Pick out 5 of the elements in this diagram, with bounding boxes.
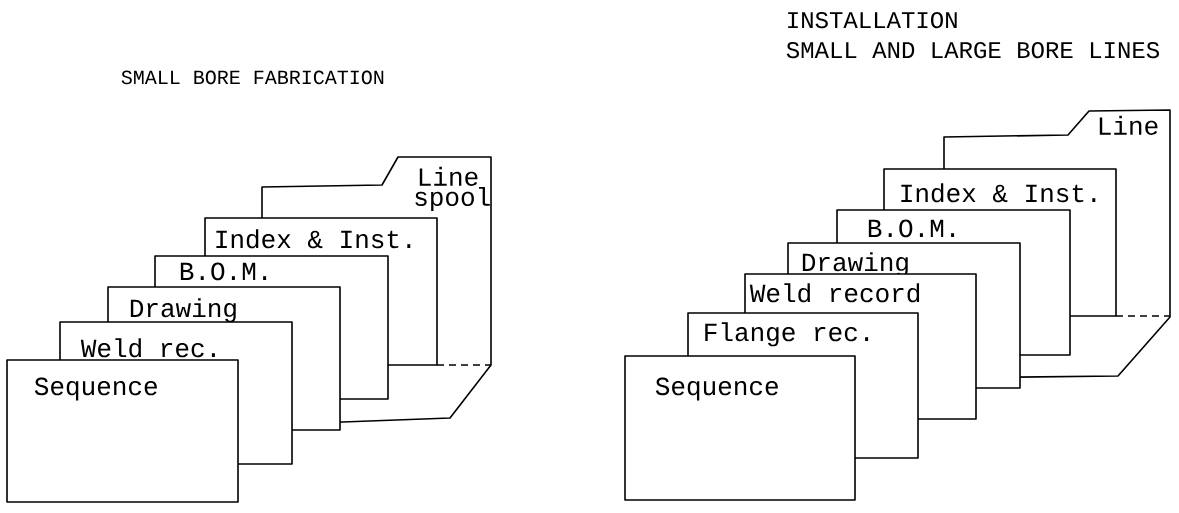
card: Sequence — [624, 355, 856, 501]
heading: SMALL AND LARGE BORE LINES — [786, 41, 1159, 59]
heading: INSTALLATION — [788, 11, 957, 29]
card: Sequence — [6, 359, 239, 503]
heading: SMALL BORE FABRICATION — [121, 70, 384, 85]
